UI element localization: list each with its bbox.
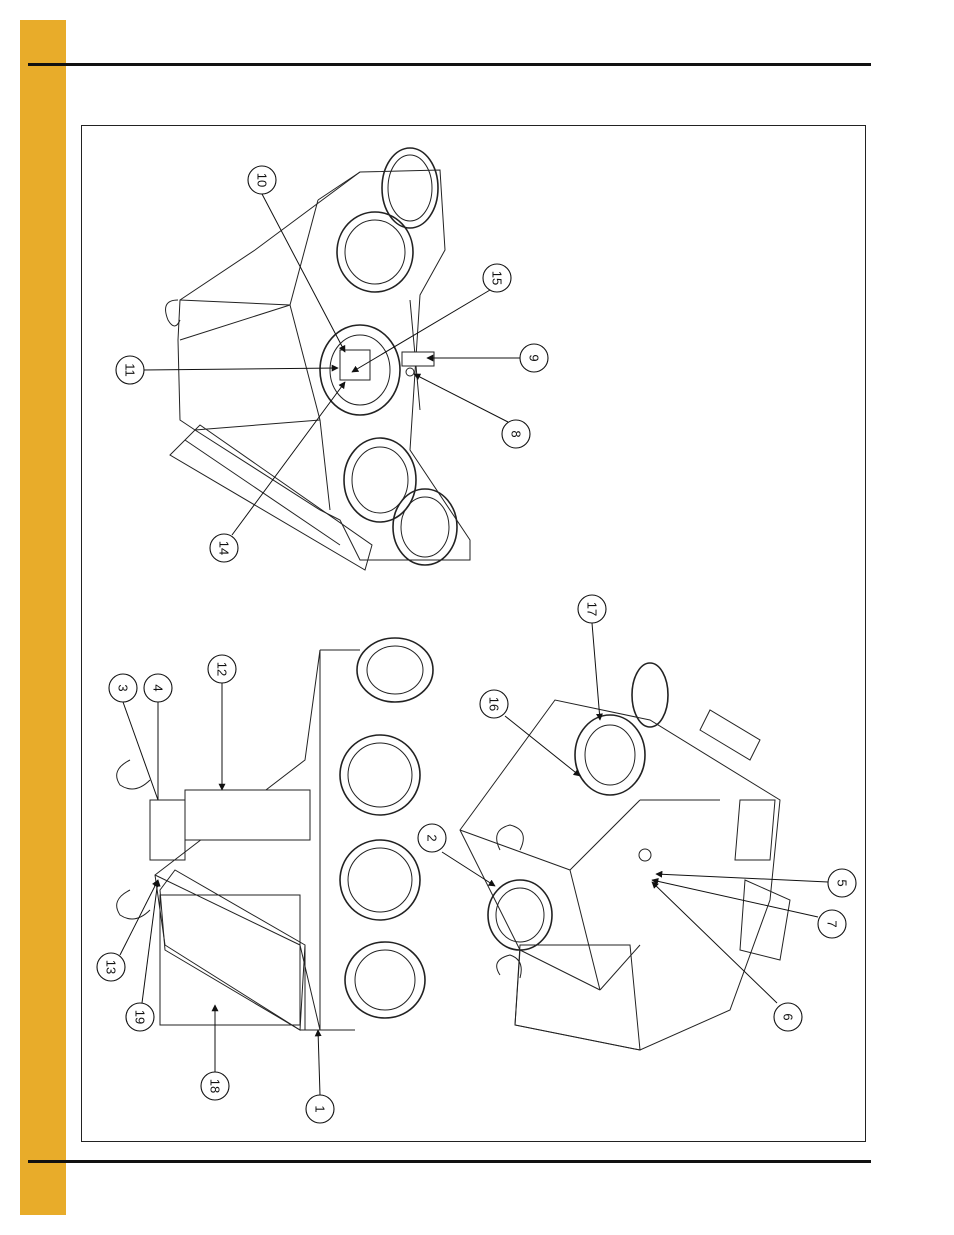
callout-16: 16 xyxy=(480,690,508,718)
svg-text:16: 16 xyxy=(487,697,502,711)
svg-text:12: 12 xyxy=(215,662,230,676)
svg-text:10: 10 xyxy=(255,173,270,187)
callout-12: 12 xyxy=(208,655,236,683)
callout-8: 8 xyxy=(502,420,530,448)
callout-5: 5 xyxy=(828,869,856,897)
svg-text:13: 13 xyxy=(104,960,119,974)
callout-13: 13 xyxy=(97,953,125,981)
svg-text:14: 14 xyxy=(217,541,232,555)
svg-text:11: 11 xyxy=(123,363,138,377)
svg-text:18: 18 xyxy=(208,1079,223,1093)
callout-2: 2 xyxy=(418,824,446,852)
svg-text:4: 4 xyxy=(151,684,166,691)
callout-4: 4 xyxy=(144,674,172,702)
callout-18: 18 xyxy=(201,1072,229,1100)
callout-17: 17 xyxy=(578,595,606,623)
svg-text:5: 5 xyxy=(835,879,850,886)
callout-15: 15 xyxy=(483,264,511,292)
callout-14: 14 xyxy=(210,534,238,562)
callout-19: 19 xyxy=(126,1003,154,1031)
callout-6: 6 xyxy=(774,1003,802,1031)
svg-text:9: 9 xyxy=(527,354,542,361)
svg-text:8: 8 xyxy=(509,430,524,437)
svg-text:19: 19 xyxy=(133,1010,148,1024)
top-view-assembly xyxy=(166,148,470,570)
svg-text:17: 17 xyxy=(585,602,600,616)
callout-11: 11 xyxy=(116,356,144,384)
svg-text:3: 3 xyxy=(116,684,131,691)
callout-10: 10 xyxy=(248,166,276,194)
svg-text:6: 6 xyxy=(781,1013,796,1020)
svg-text:7: 7 xyxy=(825,920,840,927)
svg-text:15: 15 xyxy=(490,271,505,285)
isometric-view-assembly xyxy=(460,663,790,1050)
svg-text:1: 1 xyxy=(313,1105,328,1112)
svg-text:2: 2 xyxy=(425,834,440,841)
leader-lines xyxy=(120,194,828,1095)
callout-7: 7 xyxy=(818,910,846,938)
callout-9: 9 xyxy=(520,344,548,372)
callout-3: 3 xyxy=(109,674,137,702)
callout-1: 1 xyxy=(306,1095,334,1123)
